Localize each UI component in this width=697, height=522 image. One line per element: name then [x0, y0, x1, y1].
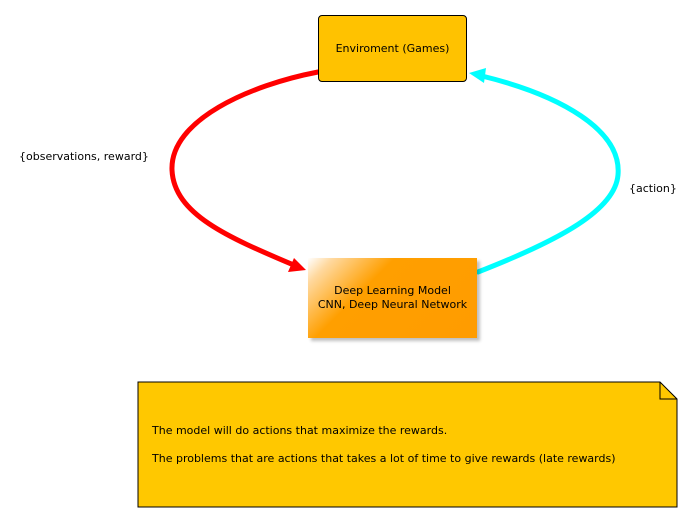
- note-line-1: The model will do actions that maximize …: [152, 424, 448, 437]
- environment-node: Enviroment (Games): [318, 15, 467, 82]
- edge-action-line: [475, 73, 621, 275]
- note-line-2: The problems that are actions that takes…: [152, 452, 616, 465]
- edge-action-arrowhead: [469, 68, 486, 83]
- edge-observations-arrowhead: [288, 258, 306, 272]
- model-node: Deep Learning Model CNN, Deep Neural Net…: [308, 258, 477, 338]
- edge-observations-label: {observations, reward}: [19, 150, 149, 163]
- edge-observations-line: [169, 69, 321, 269]
- edge-action-label: {action}: [629, 182, 677, 195]
- note-fold: [659, 382, 677, 400]
- environment-node-label: Enviroment (Games): [335, 42, 450, 55]
- model-node-line2: CNN, Deep Neural Network: [317, 298, 468, 311]
- note-shape: [137, 381, 678, 508]
- model-node-line1: Deep Learning Model: [334, 284, 451, 297]
